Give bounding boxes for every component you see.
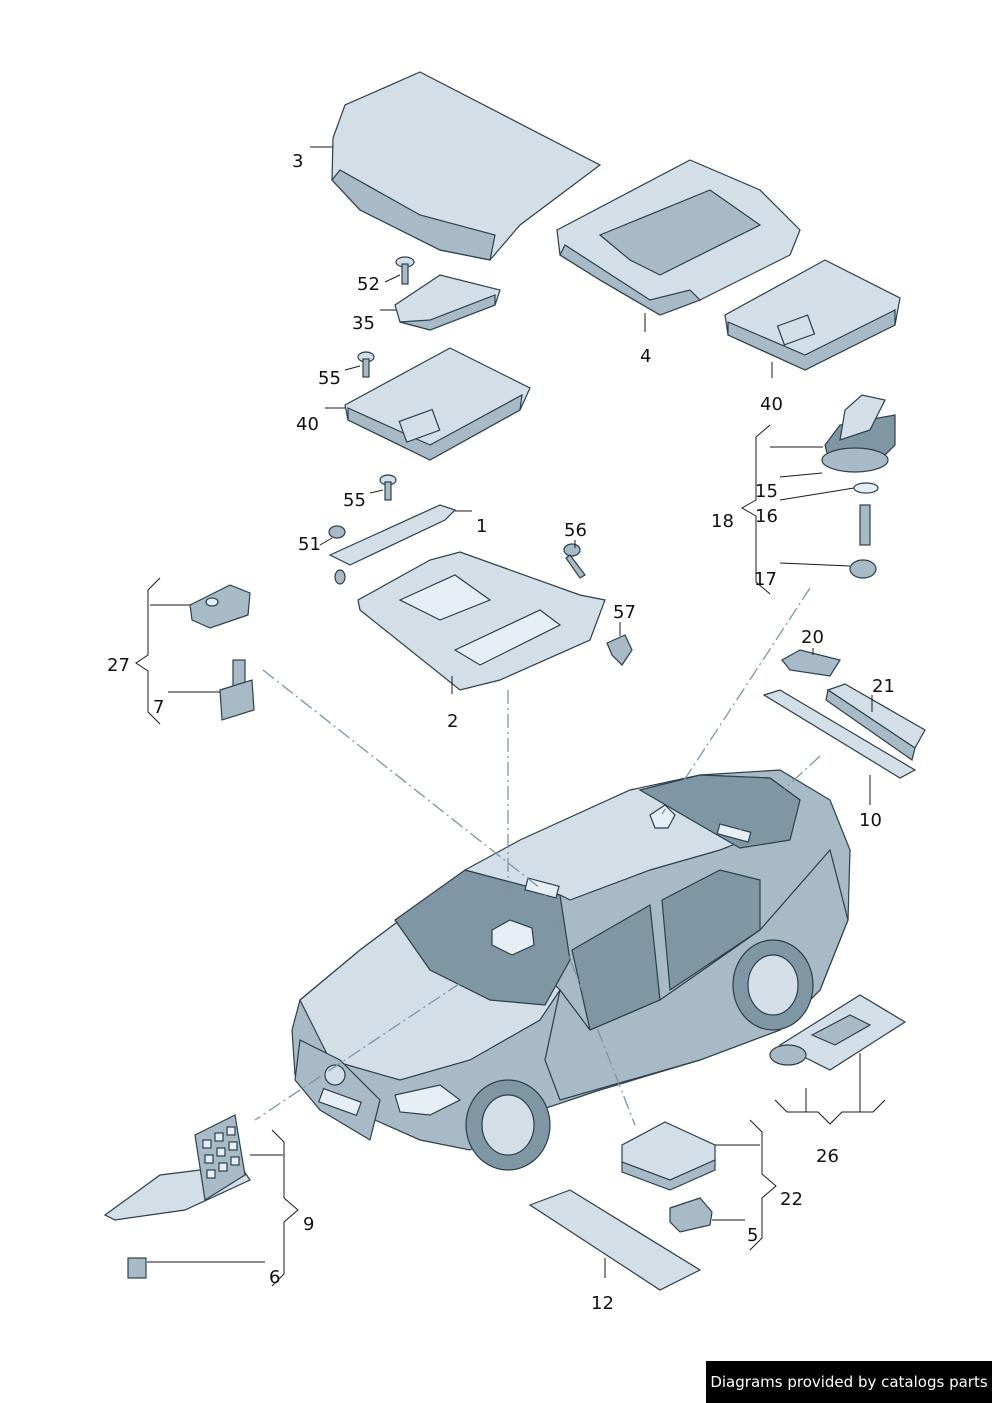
- callout-55-upper: 55: [318, 368, 341, 389]
- part-40-control-unit-left: [344, 347, 531, 461]
- part-4-armrest-housing: [556, 159, 801, 316]
- part-27-switch: [189, 584, 251, 629]
- part-16-seal-ring: [853, 482, 879, 494]
- dashed-leader-lines: [254, 587, 821, 1126]
- part-20-module: [781, 649, 841, 677]
- callout-57: 57: [613, 602, 636, 623]
- part-55-screw-lower: [379, 474, 397, 501]
- part-17-nut: [849, 559, 877, 579]
- part-12-mat: [528, 1189, 702, 1291]
- callout-9: 9: [303, 1214, 314, 1235]
- part-52-screw: [395, 256, 415, 285]
- callout-12: 12: [591, 1293, 614, 1314]
- part-55-screw-upper: [357, 351, 375, 378]
- part-1-bracket: [328, 504, 457, 566]
- car-illustration: [291, 769, 851, 1171]
- callout-17: 17: [754, 569, 777, 590]
- callout-52: 52: [357, 274, 380, 295]
- callout-40-left: 40: [296, 414, 319, 435]
- callout-26: 26: [816, 1146, 839, 1167]
- part-56-screw: [563, 543, 586, 579]
- part-35-control-module: [394, 274, 501, 331]
- diagram-credit-banner: Diagrams provided by catalogs parts: [706, 1361, 992, 1403]
- callout-10: 10: [859, 810, 882, 831]
- callout-15: 15: [755, 481, 778, 502]
- callout-35: 35: [352, 313, 375, 334]
- part-26-module: [769, 994, 907, 1071]
- part-7-connector: [219, 659, 255, 721]
- part-21-unit: [825, 683, 926, 761]
- callout-1: 1: [476, 516, 487, 537]
- callout-5: 5: [747, 1225, 758, 1246]
- callout-40-right: 40: [760, 394, 783, 415]
- callout-22: 22: [780, 1189, 803, 1210]
- callout-4: 4: [640, 346, 651, 367]
- leader-lines: [147, 146, 873, 1278]
- part-3-armrest-cover: [331, 71, 602, 261]
- callout-6: 6: [269, 1267, 280, 1288]
- part-22-unit: [621, 1121, 716, 1191]
- part-small-bolt: [334, 569, 346, 585]
- callout-3: 3: [292, 151, 303, 172]
- callout-21: 21: [872, 676, 895, 697]
- callout-16: 16: [755, 506, 778, 527]
- part-51-nut: [328, 525, 346, 539]
- callout-7: 7: [153, 697, 164, 718]
- callout-18: 18: [711, 511, 734, 532]
- callout-20: 20: [801, 627, 824, 648]
- part-5-connector: [669, 1197, 713, 1233]
- part-40-control-unit-right: [724, 259, 901, 371]
- callout-2: 2: [447, 711, 458, 732]
- part-antenna-stud: [859, 504, 871, 546]
- callout-56: 56: [564, 520, 587, 541]
- part-10-bracket: [762, 689, 917, 779]
- part-9-keypad: [103, 1114, 251, 1221]
- callout-51: 51: [298, 534, 321, 555]
- callout-labels: 3 4 52 35 55 40 40 55 1 51 56 57 2 15 16…: [107, 151, 895, 1314]
- part-6-connector: [127, 1257, 147, 1279]
- part-57-clip: [606, 634, 633, 666]
- group-braces: [135, 424, 886, 1287]
- part-15-antenna-base: [821, 394, 896, 473]
- callout-27: 27: [107, 655, 130, 676]
- callout-55-lower: 55: [343, 490, 366, 511]
- part-2-mounting-plate: [357, 551, 606, 691]
